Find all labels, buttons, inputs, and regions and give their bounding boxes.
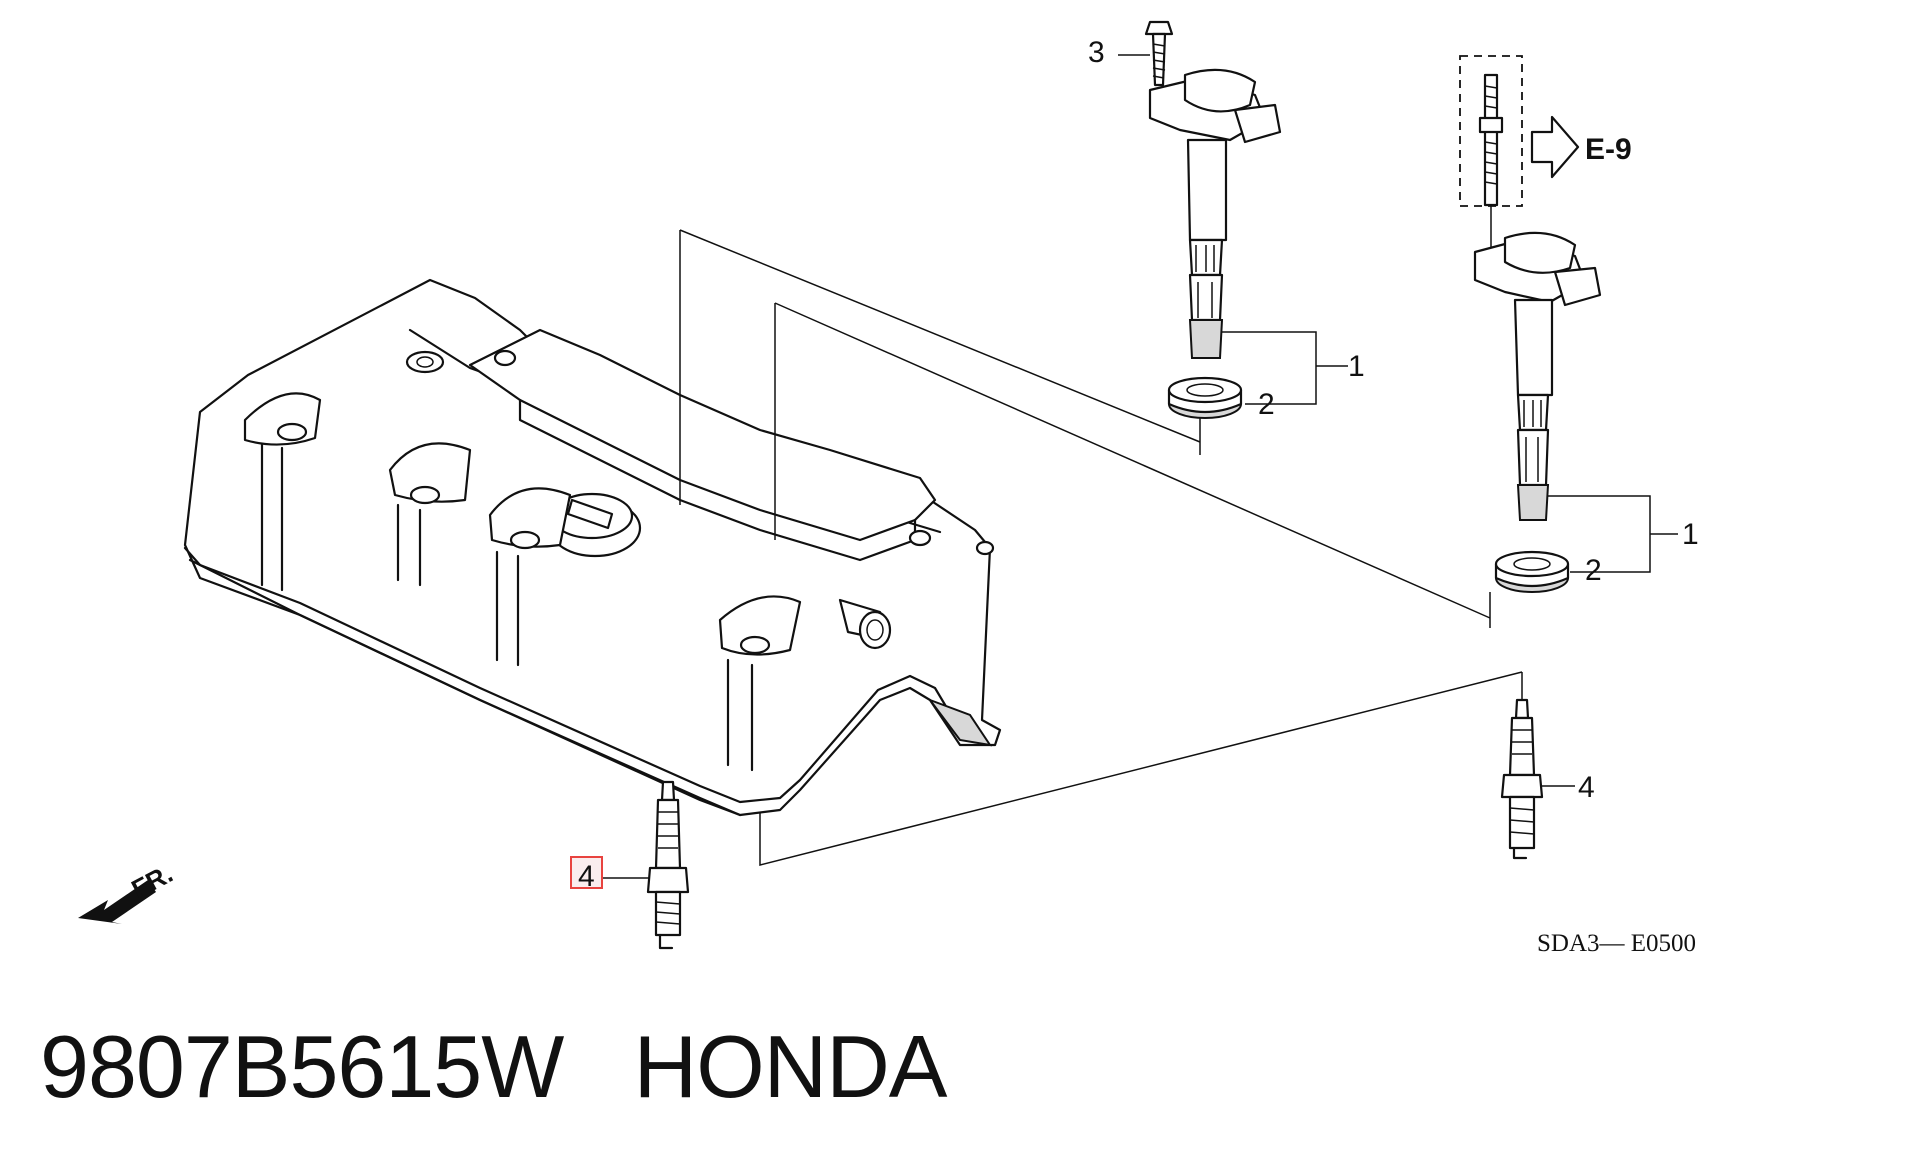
reference-label: E-9 bbox=[1585, 133, 1632, 166]
mount-boss bbox=[405, 350, 445, 374]
breather-nipple bbox=[838, 598, 892, 650]
mount-boss bbox=[975, 540, 995, 556]
front-arrow-icon bbox=[78, 880, 156, 924]
highlight-box bbox=[570, 856, 603, 889]
brand-name: HONDA bbox=[633, 1017, 948, 1116]
bracket-coil-b bbox=[1548, 495, 1678, 573]
bracket-coil-a bbox=[1222, 331, 1348, 405]
callout-plug-b: 4 bbox=[1578, 771, 1595, 804]
oil-filler-cap bbox=[548, 492, 642, 558]
plug-well-2 bbox=[388, 442, 472, 587]
callout-plug-a: 4 bbox=[578, 860, 595, 893]
stud-bolt-reference bbox=[1459, 55, 1580, 250]
cylinder-head-cover bbox=[183, 278, 1002, 817]
plug-well-3 bbox=[488, 487, 572, 667]
mount-boss bbox=[493, 349, 517, 367]
callout-coil-a: 1 bbox=[1348, 350, 1365, 383]
diagram-code: SDA3— E0500 bbox=[1537, 930, 1696, 957]
part-caption: 9807B5615W HONDA bbox=[40, 1016, 948, 1118]
part-number: 9807B5615W bbox=[40, 1017, 564, 1116]
mount-boss bbox=[908, 529, 932, 547]
coil-seal-a bbox=[1167, 376, 1243, 419]
callout-bolt: 3 bbox=[1088, 36, 1105, 69]
callout-coil-b: 1 bbox=[1682, 518, 1699, 551]
assembly-leader-lines bbox=[679, 229, 1523, 866]
spark-plug-b bbox=[1500, 698, 1575, 860]
plug-well-4 bbox=[718, 595, 802, 772]
callout-seal-a: 2 bbox=[1258, 388, 1275, 421]
ignition-coil-b bbox=[1473, 231, 1602, 521]
coil-seal-b bbox=[1494, 550, 1570, 593]
callout-seal-b: 2 bbox=[1585, 554, 1602, 587]
ignition-coil-a bbox=[1148, 68, 1282, 359]
cover-gasket bbox=[927, 697, 993, 747]
front-direction-marker: FR. bbox=[78, 858, 178, 924]
spark-plug-a bbox=[602, 780, 690, 950]
bolt bbox=[1118, 20, 1174, 87]
plug-well-1 bbox=[243, 392, 322, 592]
